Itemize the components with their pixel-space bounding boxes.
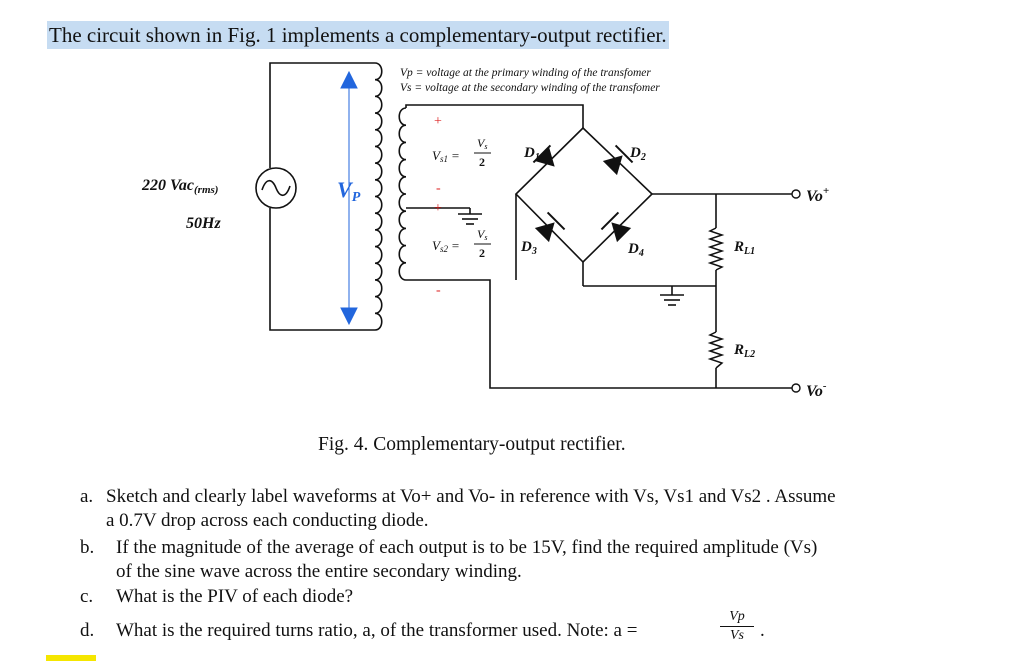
vs2-minus: -	[436, 283, 441, 298]
primary-coil	[374, 62, 383, 331]
rl1-label: RL1	[733, 239, 755, 257]
resistor-rl2-icon	[707, 331, 725, 369]
note-vs: Vs = voltage at the secondary winding of…	[400, 82, 660, 94]
d2-label: D2	[629, 145, 646, 163]
vp-label: VP	[337, 177, 361, 205]
d1-label: D1	[523, 145, 540, 163]
question-b-cont: of the sine wave across the entire secon…	[116, 561, 522, 582]
vo-minus-label: Vo-	[806, 380, 827, 400]
d4-label: D4	[627, 241, 644, 259]
question-d: d.What is the required turns ratio, a, o…	[80, 620, 638, 641]
diode-d4-icon	[600, 211, 632, 243]
vs1-frac-den: 2	[479, 155, 485, 169]
secondary-coil	[398, 107, 407, 281]
vs2-plus: +	[434, 201, 442, 216]
vs1-frac-num: Vs	[477, 136, 487, 151]
coil-winding	[398, 107, 407, 281]
rl2-label: RL2	[733, 342, 755, 360]
question-a: a.Sketch and clearly label waveforms at …	[80, 486, 836, 507]
source-frequency-label: 50Hz	[186, 215, 221, 232]
page-title: The circuit shown in Fig. 1 implements a…	[47, 21, 669, 49]
coil-winding	[374, 62, 383, 331]
ratio-denominator: Vs	[730, 628, 744, 643]
vo-plus-terminal	[791, 189, 801, 199]
primary-wires	[269, 62, 375, 331]
d3-label: D3	[520, 239, 537, 257]
ac-source-icon	[255, 167, 297, 209]
resistor-rl1-icon	[707, 227, 725, 271]
ratio-numerator: Vp	[720, 608, 754, 627]
vs2-label: Vs2=	[432, 238, 460, 254]
vo-plus-label: Vo+	[806, 185, 829, 205]
diode-d2-icon	[602, 144, 634, 176]
vs1-minus: -	[436, 181, 441, 196]
hint-highlight	[46, 655, 96, 661]
ground-icon	[458, 208, 482, 225]
note-vp: Vp = voltage at the primary winding of t…	[400, 67, 651, 79]
source-voltage-label: 220 Vac(rms)	[141, 177, 218, 196]
secondary-wires	[405, 104, 792, 389]
vs1-label: Vs1=	[432, 148, 460, 164]
question-b: b.If the magnitude of the average of eac…	[80, 537, 818, 558]
turns-ratio-fraction: Vp Vs	[720, 608, 754, 645]
ground-icon	[660, 286, 684, 306]
circuit-diagram: Vp = voltage at the primary winding of t…	[141, 62, 829, 400]
vs2-frac-den: 2	[479, 246, 485, 260]
vp-arrow-icon	[340, 70, 358, 326]
vo-minus-terminal	[791, 383, 801, 393]
figure-caption: Fig. 4. Complementary-output rectifier.	[318, 434, 626, 455]
question-c: c.What is the PIV of each diode?	[80, 586, 354, 607]
vs1-plus: +	[434, 114, 442, 129]
period: .	[760, 620, 765, 641]
diode-d3-icon	[534, 211, 566, 243]
vs2-frac-num: Vs	[477, 227, 487, 242]
diode-d1-icon	[532, 144, 555, 167]
question-a-cont: a 0.7V drop across each conducting diode…	[106, 510, 429, 531]
